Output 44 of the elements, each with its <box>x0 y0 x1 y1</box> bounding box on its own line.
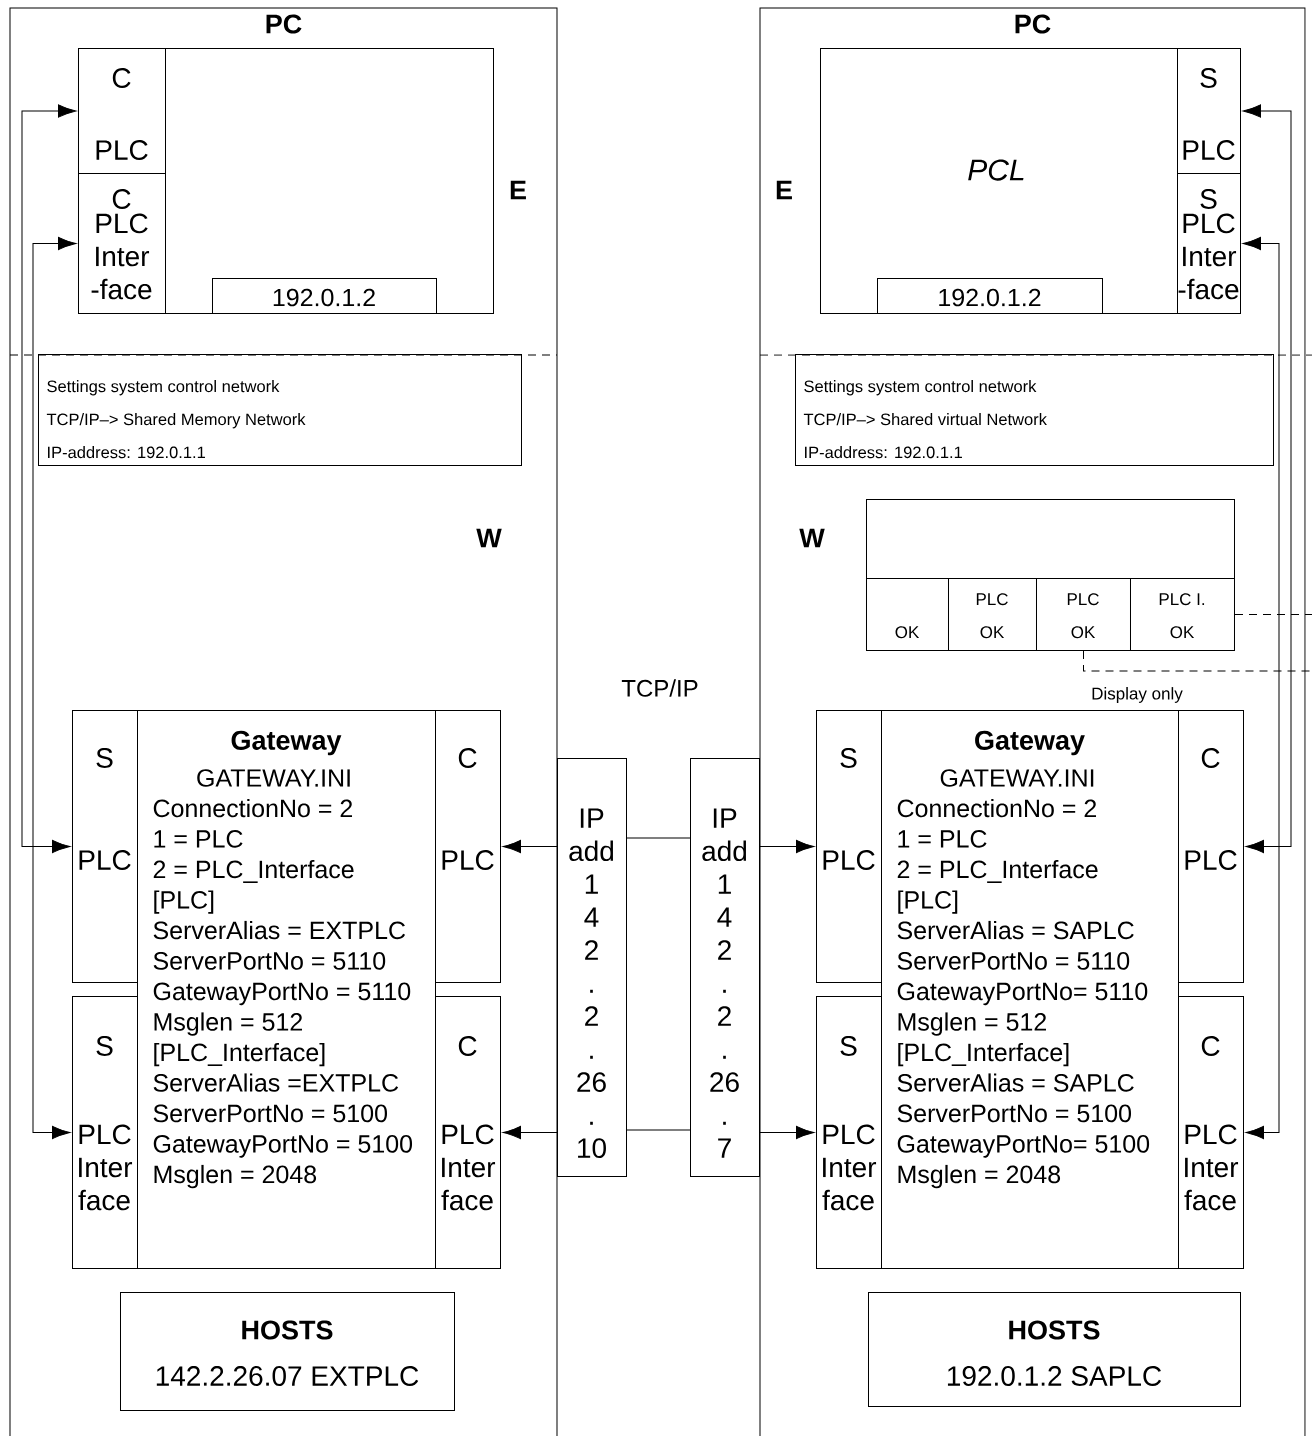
port-box: C PLC <box>435 710 501 983</box>
dashed-line <box>1083 650 1312 672</box>
section-letter: W <box>799 528 825 548</box>
address-box: IP add 1 4 2 . 2 . 26 . 10 <box>557 758 627 1177</box>
hosts-box: HOSTS 142.2.26.07 EXTPLC <box>120 1292 455 1411</box>
status-cell: PLC OK <box>948 578 1037 651</box>
status-cell: PLC I. OK <box>1130 578 1235 651</box>
address-box: 192.0.1.2 <box>877 278 1103 314</box>
port-box: S PLC <box>816 710 882 983</box>
protocol-label: TCP/IP <box>621 679 698 697</box>
port-box: S PLC <box>72 710 138 983</box>
arrow <box>759 839 815 854</box>
port-box: S PLC Inter face <box>72 996 138 1269</box>
section-letter: W <box>476 528 502 548</box>
status-cell: PLC OK <box>1036 578 1131 651</box>
port-box: C PLC <box>1178 710 1244 983</box>
port-box: S PLC Inter -face <box>1177 173 1241 314</box>
gateway-box: Gateway GATEWAY.INI ConnectionNo = 2 1 = PLC 2 = PLC_Interface [PLC] ServerAlias = EXTPLC ServerPortNo = 5110 GatewayPortNo = 5110 Msglen = 512 [PLC_Interface] ServerAlias =EXTPLC ServerPortNo = 5100 GatewayPortNo = 5100 Msglen = 2048 <box>137 710 436 1269</box>
arrow <box>1242 236 1280 1140</box>
port-box: C PLC Inter face <box>435 996 501 1269</box>
arrow <box>21 104 77 854</box>
gateway-box: Gateway GATEWAY.INI ConnectionNo = 2 1 = PLC 2 = PLC_Interface [PLC] ServerAlias = SAPLC ServerPortNo = 5110 GatewayPortNo= 5110 Msglen = 512 [PLC_Interface] ServerAlias = SAPLC ServerPortNo = 5100 GatewayPortNo= 5100 Msglen = 2048 <box>881 710 1179 1269</box>
address-box: 192.0.1.2 <box>212 278 437 314</box>
arrow <box>1242 104 1292 854</box>
arrow <box>759 1125 815 1140</box>
dashed-line <box>1234 614 1312 615</box>
port-box: C PLC <box>78 48 166 174</box>
arrow <box>502 1125 558 1140</box>
settings-box: Settings system control network TCP/IP–> Shared Memory Network IP-address: 192.0.1.1 <box>38 354 522 466</box>
port-box: C PLC Inter -face <box>78 173 166 314</box>
status-cell: OK <box>866 578 949 651</box>
note-label: Display only <box>1092 687 1183 703</box>
connector-line <box>626 837 691 839</box>
hosts-box: HOSTS 192.0.1.2 SAPLC <box>868 1292 1241 1407</box>
connector-line <box>626 1129 691 1131</box>
arrow <box>502 839 558 854</box>
section-letter: E <box>776 180 792 200</box>
section-letter: E <box>510 180 526 200</box>
arrow <box>32 236 77 1140</box>
port-box: S PLC Inter face <box>816 996 882 1269</box>
address-box: IP add 1 4 2 . 2 . 26 . 7 <box>690 758 760 1177</box>
settings-box: Settings system control network TCP/IP–> Shared virtual Network IP-address: 192.0.1.1 <box>795 354 1274 466</box>
port-box: C PLC Inter face <box>1178 996 1244 1269</box>
port-box: S PLC <box>1177 48 1241 174</box>
